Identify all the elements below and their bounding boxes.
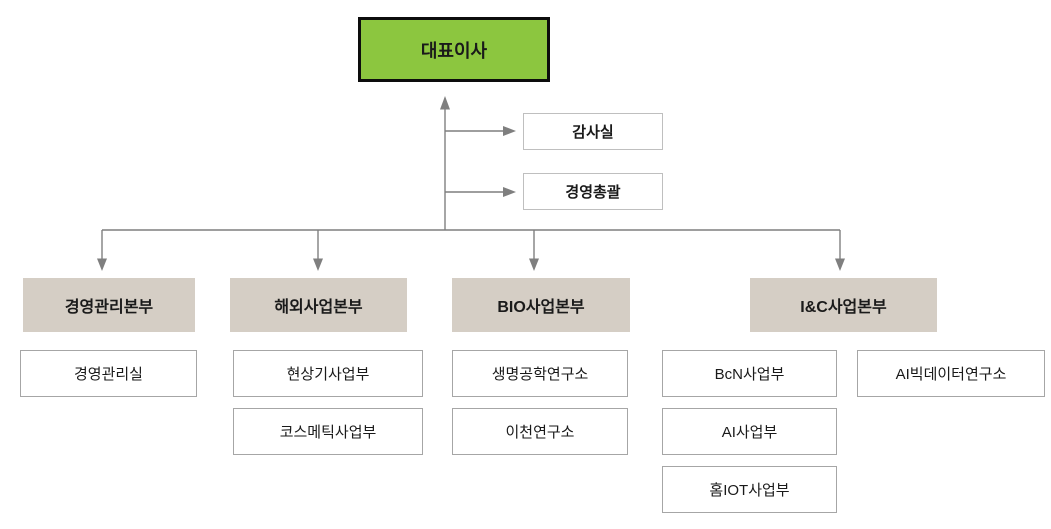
arrowhead-down-2 — [313, 258, 323, 271]
arrowhead-up — [440, 96, 450, 110]
unit-box-bcn: BcN사업부 — [662, 350, 837, 397]
unit-box-biotech-lab: 생명공학연구소 — [452, 350, 628, 397]
arrowhead-right-management — [503, 187, 516, 197]
unit-box-ai-bigdata-lab: AI빅데이터연구소 — [857, 350, 1045, 397]
division-box-bio: BIO사업본부 — [452, 278, 630, 332]
unit-box-ai: AI사업부 — [662, 408, 837, 455]
arrowhead-down-4 — [835, 258, 845, 271]
unit-box-home-iot: 홈IOT사업부 — [662, 466, 837, 513]
unit-box-cosmetic: 코스메틱사업부 — [233, 408, 423, 455]
arrowhead-down-1 — [97, 258, 107, 271]
division-box-overseas: 해외사업본부 — [230, 278, 407, 332]
division-box-management: 경영관리본부 — [23, 278, 195, 332]
arrowhead-down-3 — [529, 258, 539, 271]
ceo-box: 대표이사 — [358, 17, 550, 82]
unit-box-icheon-lab: 이천연구소 — [452, 408, 628, 455]
staff-box-management: 경영총괄 — [523, 173, 663, 210]
staff-box-audit: 감사실 — [523, 113, 663, 150]
division-box-inc: I&C사업본부 — [750, 278, 937, 332]
unit-box-management-office: 경영관리실 — [20, 350, 197, 397]
unit-box-photo-processor: 현상기사업부 — [233, 350, 423, 397]
arrowhead-right-audit — [503, 126, 516, 136]
